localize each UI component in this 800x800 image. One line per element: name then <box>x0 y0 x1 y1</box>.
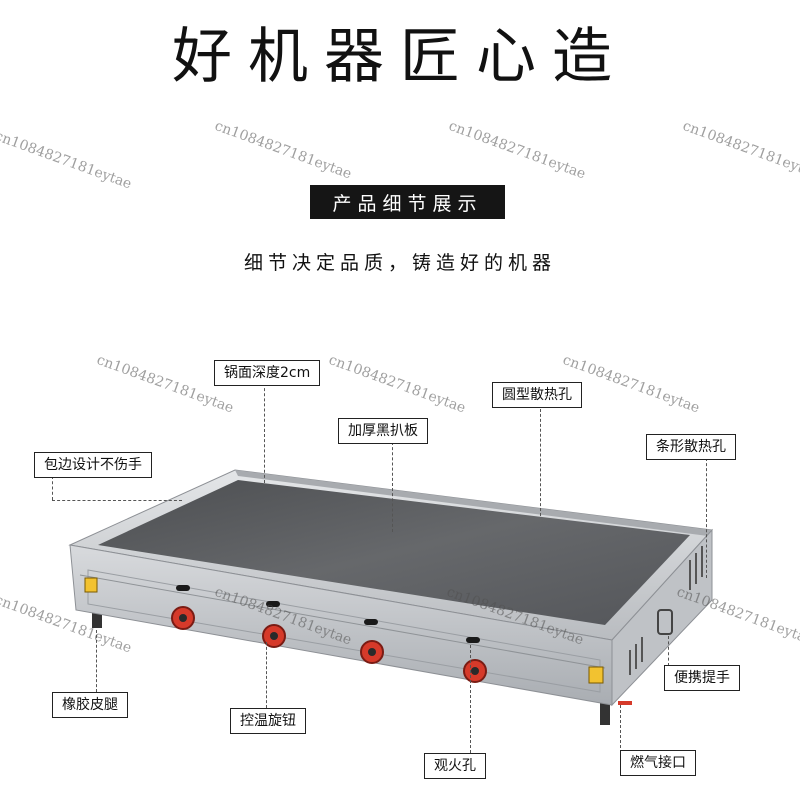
label-strip-vents: 条形散热孔 <box>646 434 736 460</box>
label-thick-plate: 加厚黑扒板 <box>338 418 428 444</box>
page-title: 好机器匠心造 <box>172 22 628 92</box>
label-rubber-legs: 橡胶皮腿 <box>52 692 128 718</box>
fire-hole-2 <box>266 601 280 607</box>
label-round-vents: 圆型散热孔 <box>492 382 582 408</box>
warning-sticker-left <box>84 577 98 593</box>
label-temp-knob: 控温旋钮 <box>230 708 306 734</box>
warning-sticker-right <box>588 666 604 684</box>
label-gas-inlet: 燃气接口 <box>620 750 696 776</box>
fire-hole-4 <box>466 637 480 643</box>
griddle-plate <box>98 480 690 625</box>
temp-knobs <box>171 606 487 683</box>
subtitle: 细节决定品质，铸造好的机器 <box>243 252 556 274</box>
carry-handle <box>657 609 673 635</box>
label-pan-depth: 锅面深度2cm <box>214 360 321 386</box>
rubber-leg-right <box>600 690 610 725</box>
label-carry-handle: 便携提手 <box>664 665 740 691</box>
section-badge: 产品细节展示 <box>310 185 505 219</box>
fire-hole-3 <box>364 619 378 625</box>
fire-hole-1 <box>176 585 190 591</box>
label-edge-safe: 包边设计不伤手 <box>34 452 152 478</box>
label-fire-hole: 观火孔 <box>424 753 486 779</box>
